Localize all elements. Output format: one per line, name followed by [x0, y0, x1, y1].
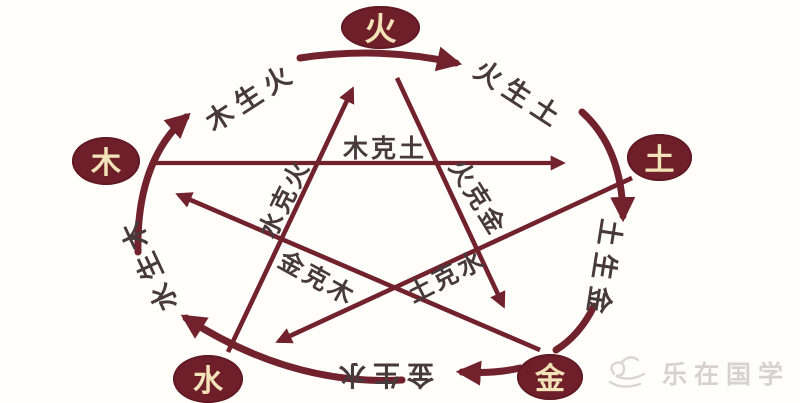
node-fire-label: 火 — [364, 9, 397, 48]
node-wood: 木 — [72, 137, 140, 185]
node-wood-label: 木 — [91, 146, 121, 181]
bird-logo-icon — [608, 356, 646, 388]
node-fire: 火 — [341, 6, 420, 49]
line-earth-overcomes-water — [275, 175, 633, 344]
arc-wood-to-fire — [134, 112, 191, 256]
label-wood-overcomes-earth: 木克土 — [342, 134, 428, 163]
node-earth-label: 土 — [644, 142, 675, 178]
watermark-text: 乐在国学 — [662, 360, 791, 389]
arc-into-metal-node — [552, 302, 598, 354]
line-water-overcomes-fire — [225, 86, 355, 353]
arc-metal-to-water — [455, 360, 524, 386]
watermark: 乐在国学 — [600, 352, 790, 394]
node-earth: 土 — [627, 134, 692, 181]
line-metal-overcomes-wood — [175, 192, 541, 353]
line-fire-overcomes-metal — [394, 77, 506, 309]
arc-fire-to-earth — [296, 46, 463, 72]
arc-water-to-wood — [180, 314, 406, 384]
node-water: 水 — [173, 355, 243, 403]
arc-earth-to-metal — [578, 108, 636, 223]
node-metal: 金 — [517, 354, 583, 400]
label-metal-generates-water: 金生水 — [332, 358, 434, 390]
node-metal-label: 金 — [535, 362, 565, 397]
node-water-label: 水 — [193, 364, 223, 399]
